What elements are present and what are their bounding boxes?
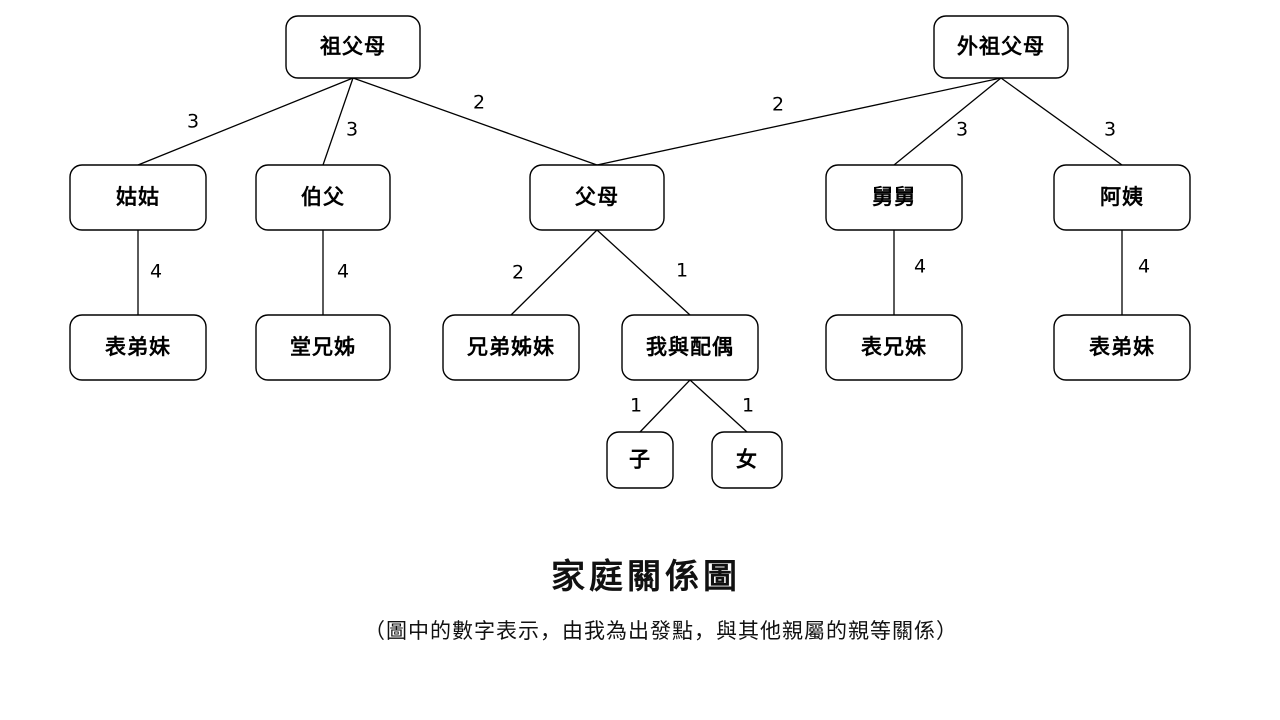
node-label-son: 子: [629, 447, 651, 472]
node-box-parents: [529, 164, 665, 231]
edge-label-mgp-parents: 2: [772, 94, 784, 116]
node-box-cousin_uncle_m_child: [825, 314, 963, 381]
node-cousin_uncle_m_child[interactable]: 表兄妹: [825, 314, 963, 381]
edge-gp-uncle: [322, 77, 354, 166]
node-box-cousin_uncle_child: [255, 314, 391, 381]
node-box-self_spouse: [621, 314, 759, 381]
node-box-maternal_grandparents: [933, 15, 1069, 79]
node-label-maternal_grandparents: 外祖父母: [957, 34, 1045, 59]
node-cousin_aunt_child[interactable]: 表弟妹: [69, 314, 207, 381]
edge-gp-aunt: [137, 77, 354, 166]
edge-labels-layer: 3 3 2 2 3 3 4 4 2 1 4 4 1 1: [150, 92, 1150, 417]
node-label-aunt_maternal: 阿姨: [1100, 184, 1144, 209]
node-box-daughter: [711, 431, 783, 489]
edge-label-mgp-aunt: 3: [1104, 119, 1116, 141]
node-label-aunt_paternal: 姑姑: [116, 184, 160, 209]
node-aunt_paternal[interactable]: 姑姑: [69, 164, 207, 231]
node-uncle_maternal[interactable]: 舅舅: [825, 164, 963, 231]
node-label-cousin_uncle_child: 堂兄姊: [290, 334, 356, 359]
edge-label-self-daughter: 1: [742, 395, 754, 417]
node-label-grandparents: 祖父母: [319, 34, 386, 59]
edge-label-par-self: 1: [676, 260, 688, 282]
node-son[interactable]: 子: [606, 431, 674, 489]
edge-label-par-sib: 2: [512, 262, 524, 284]
edge-label-mgp-uncle: 3: [956, 119, 968, 141]
node-aunt_maternal[interactable]: 阿姨: [1053, 164, 1191, 231]
node-box-uncle_paternal: [255, 164, 391, 231]
node-box-grandparents: [285, 15, 421, 79]
node-box-siblings: [442, 314, 580, 381]
edge-label-self-son: 1: [630, 395, 642, 417]
node-label-self_spouse: 我與配偶: [646, 334, 734, 359]
node-cousin_uncle_child[interactable]: 堂兄姊: [255, 314, 391, 381]
edge-par-sib: [510, 229, 598, 316]
node-box-cousin_aunt_m_child: [1053, 314, 1191, 381]
node-label-uncle_maternal: 舅舅: [872, 184, 916, 209]
edge-label-gp-parents: 2: [473, 92, 485, 114]
edge-self-daughter: [689, 379, 748, 433]
edge-label-muncle-child: 4: [914, 256, 926, 278]
node-label-siblings: 兄弟姊妹: [466, 334, 555, 359]
node-daughter[interactable]: 女: [711, 431, 783, 489]
node-label-uncle_paternal: 伯父: [301, 184, 345, 209]
edge-mgp-parents: [596, 77, 1002, 166]
node-label-parents: 父母: [575, 184, 619, 209]
edge-self-son: [639, 379, 691, 433]
node-maternal_grandparents[interactable]: 外祖父母: [933, 15, 1069, 79]
edge-gp-parents: [352, 77, 598, 166]
node-label-cousin_uncle_m_child: 表兄妹: [861, 334, 927, 359]
node-box-aunt_maternal: [1053, 164, 1191, 231]
node-parents[interactable]: 父母: [529, 164, 665, 231]
edge-label-gp-uncle: 3: [346, 119, 358, 141]
node-cousin_aunt_m_child[interactable]: 表弟妹: [1053, 314, 1191, 381]
node-box-uncle_maternal: [825, 164, 963, 231]
node-uncle_paternal[interactable]: 伯父: [255, 164, 391, 231]
edge-label-gp-aunt: 3: [187, 111, 199, 133]
edge-label-aunt-child: 4: [150, 261, 162, 283]
node-box-son: [606, 431, 674, 489]
node-box-aunt_paternal: [69, 164, 207, 231]
node-label-daughter: 女: [736, 447, 758, 472]
edge-mgp-aunt: [1000, 77, 1123, 166]
edge-par-self: [596, 229, 691, 316]
edge-label-maunt-child: 4: [1138, 256, 1150, 278]
node-label-cousin_aunt_m_child: 表弟妹: [1089, 334, 1155, 359]
node-self_spouse[interactable]: 我與配偶: [621, 314, 759, 381]
node-box-cousin_aunt_child: [69, 314, 207, 381]
edge-mgp-uncle: [893, 77, 1002, 166]
diagram-subtitle: （圖中的數字表示，由我為出發點，與其他親屬的親等關係）: [364, 619, 958, 643]
node-label-cousin_aunt_child: 表弟妹: [105, 334, 171, 359]
diagram-title: 家庭關係圖: [551, 557, 741, 597]
edge-label-uncle-child: 4: [337, 261, 349, 283]
node-siblings[interactable]: 兄弟姊妹: [442, 314, 580, 381]
edges-layer: [137, 77, 1123, 433]
node-grandparents[interactable]: 祖父母: [285, 15, 421, 79]
